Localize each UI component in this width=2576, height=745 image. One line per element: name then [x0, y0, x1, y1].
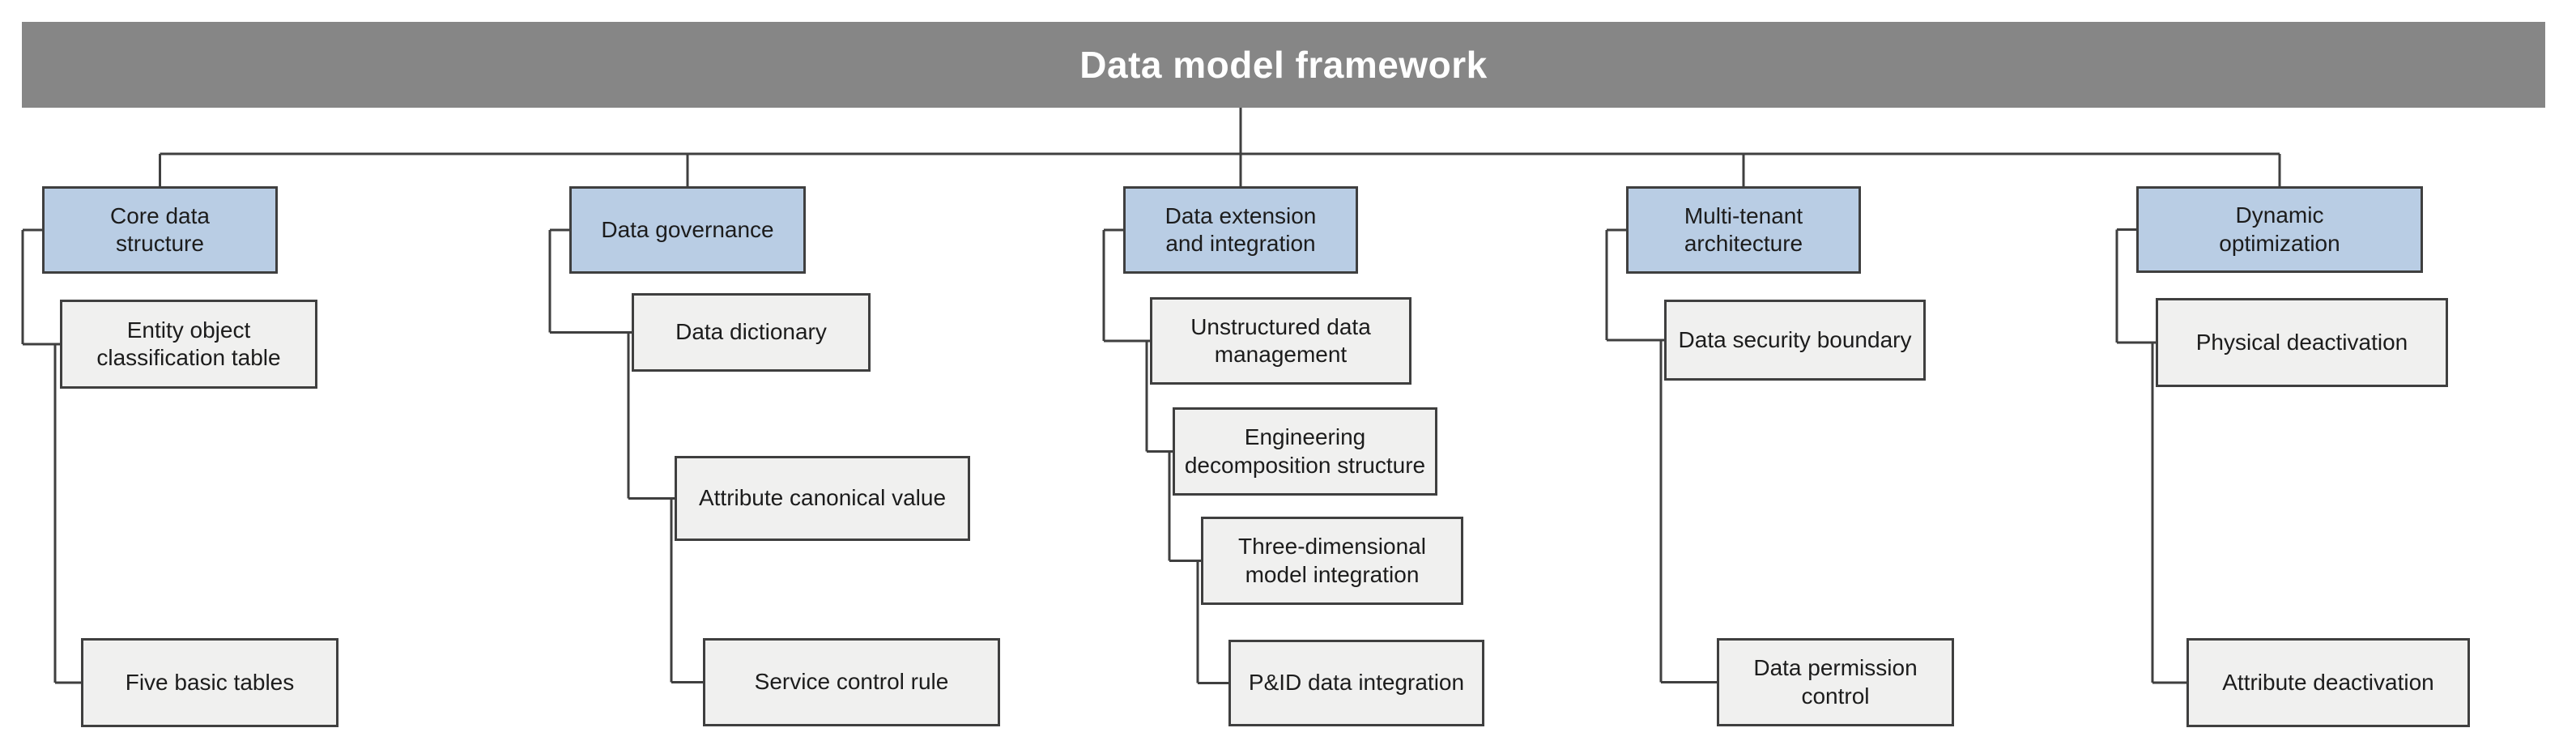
child-box-five-basic-tables: Five basic tables	[81, 638, 338, 727]
child-box-data-security-boundary: Data security boundary	[1664, 300, 1926, 381]
child-label: P&ID data integration	[1248, 670, 1465, 696]
child-label: Attribute deactivation	[2222, 669, 2434, 695]
branch-box-data-extension-and-integration: Data extension and integration	[1123, 186, 1358, 274]
child-label: Data security boundary	[1678, 326, 1912, 352]
child-box-three-dimensional-model-integration: Three-dimensional model integration	[1201, 517, 1463, 605]
branch-label: Data governance	[601, 216, 774, 242]
child-label: Physical deactivation	[2195, 329, 2408, 355]
child-box-unstructured-data-management: Unstructured data management	[1150, 297, 1411, 385]
child-label: Three-dimensional model integration	[1238, 534, 1426, 587]
child-label: Service control rule	[754, 669, 949, 695]
child-box-engineering-decomposition-structure: Engineering decomposition structure	[1173, 407, 1437, 496]
child-label: Attribute canonical value	[698, 485, 947, 511]
branch-box-dynamic-optimization: Dynamic optimization	[2136, 186, 2423, 273]
child-label: Data dictionary	[675, 319, 827, 345]
branch-label: Multi-tenant architecture	[1684, 202, 1803, 256]
child-label: Engineering decomposition structure	[1184, 424, 1426, 478]
diagram-title: Data model framework	[1079, 44, 1488, 86]
branch-label: Dynamic optimization	[2219, 202, 2340, 256]
child-label: Data permission control	[1753, 655, 1918, 709]
branch-label: Core data structure	[110, 202, 210, 256]
diagram-title-bar: Data model framework	[22, 22, 2545, 108]
child-label: Entity object classification table	[96, 317, 281, 370]
branch-box-multi-tenant-architecture: Multi-tenant architecture	[1626, 186, 1861, 274]
child-box-data-dictionary: Data dictionary	[632, 293, 871, 372]
child-box-physical-deactivation: Physical deactivation	[2156, 298, 2448, 387]
child-box-attribute-deactivation: Attribute deactivation	[2186, 638, 2470, 727]
branch-box-core-data-structure: Core data structure	[42, 186, 278, 274]
child-box-attribute-canonical-value: Attribute canonical value	[675, 456, 970, 541]
child-label: Unstructured data management	[1190, 313, 1371, 367]
child-box-data-permission-control: Data permission control	[1717, 638, 1954, 726]
child-box-pid-data-integration: P&ID data integration	[1228, 640, 1484, 726]
branch-box-data-governance: Data governance	[569, 186, 806, 274]
branch-label: Data extension and integration	[1165, 202, 1317, 256]
child-label: Five basic tables	[125, 669, 295, 695]
child-box-entity-object-classification-table: Entity object classification table	[60, 300, 317, 389]
child-box-service-control-rule: Service control rule	[703, 638, 1000, 726]
